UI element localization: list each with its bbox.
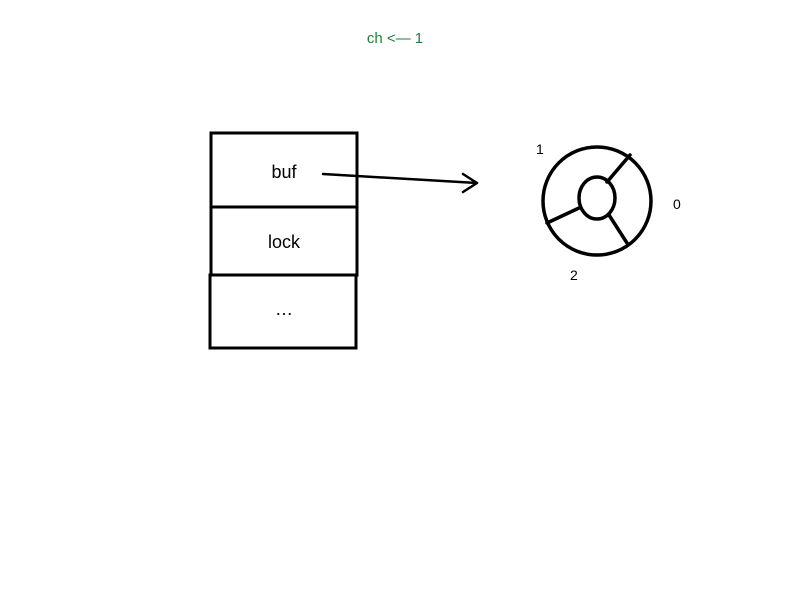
struct-box (208, 131, 359, 350)
ring-spoke-bottom-right (607, 213, 629, 245)
struct-field-more-box (208, 273, 358, 350)
ring-slot-label-2: 2 (570, 267, 578, 283)
pointer-arrow-head (461, 172, 479, 194)
ring-slot-label-0: 0 (673, 196, 681, 212)
ring-inner-circle (577, 175, 617, 221)
struct-field-more: … (275, 299, 293, 319)
ring-buffer (541, 145, 653, 257)
ring-spoke-top-right (605, 153, 632, 184)
struct-field-lock: lock (267, 232, 300, 252)
header-label: ch <— 1 (366, 30, 424, 47)
pointer-arrow-shaft (321, 172, 479, 185)
ring-outer-circle (541, 145, 653, 257)
struct-field-buf: buf (271, 162, 297, 182)
pointer-arrow (321, 172, 479, 194)
ring-spoke-left (545, 206, 581, 225)
ring-slot-label-1: 1 (536, 141, 544, 157)
